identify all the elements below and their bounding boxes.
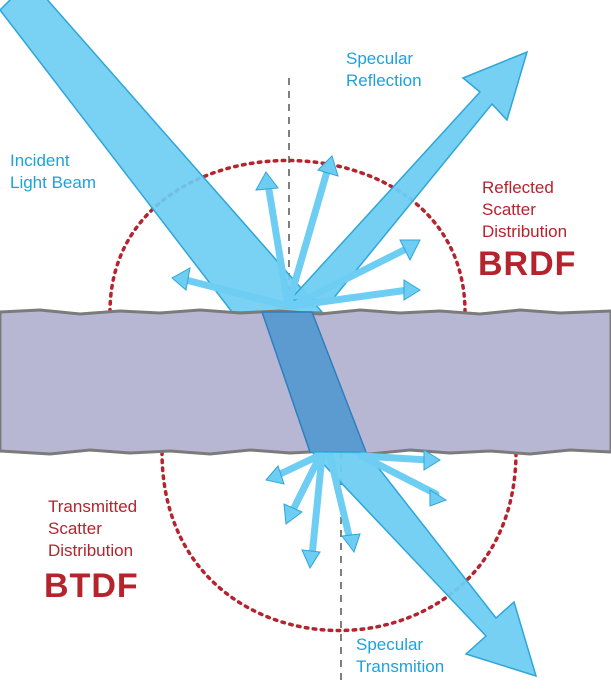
- transmitted-scatter-arrows: [272, 452, 440, 560]
- incident-beam: [0, 0, 324, 313]
- reflected-scatter-line-3: Distribution: [482, 222, 568, 241]
- specular-reflection-label: Specular Reflection: [346, 48, 422, 92]
- specular-transmission-beam: [310, 451, 538, 678]
- specular-transmission-line-1: Specular: [356, 635, 424, 654]
- incident-line-1: Incident: [10, 151, 70, 170]
- incident-line-2: Light Beam: [10, 173, 96, 192]
- transmitted-scatter-label: Transmitted Scatter Distribution: [48, 496, 137, 562]
- reflected-scatter-line-1: Reflected: [482, 178, 554, 197]
- transmitted-scatter-line-2: Scatter: [48, 519, 102, 538]
- reflected-scatter-label: Reflected Scatter Distribution: [482, 177, 567, 243]
- reflected-scatter-arrowheads: [171, 155, 421, 301]
- transmitted-scatter-outline: [160, 450, 518, 633]
- specular-reflection-beam: [288, 50, 529, 301]
- transmitted-scatter-line-1: Transmitted: [48, 497, 138, 516]
- specular-reflection-line-2: Reflection: [346, 71, 422, 90]
- transmitted-scatter-line-3: Distribution: [48, 541, 134, 560]
- btdf-label: BTDF: [44, 567, 139, 605]
- reflected-scatter-arrows: [182, 164, 412, 310]
- reflected-scatter-line-2: Scatter: [482, 200, 536, 219]
- specular-transmission-label: Specular Transmition: [356, 634, 444, 678]
- specular-reflection-line-1: Specular: [346, 49, 414, 68]
- brdf-label: BRDF: [478, 245, 577, 283]
- specular-transmission-line-2: Transmition: [356, 657, 445, 676]
- incident-beam-label: Incident Light Beam: [10, 150, 96, 194]
- transmitted-scatter-arrowheads: [265, 449, 448, 570]
